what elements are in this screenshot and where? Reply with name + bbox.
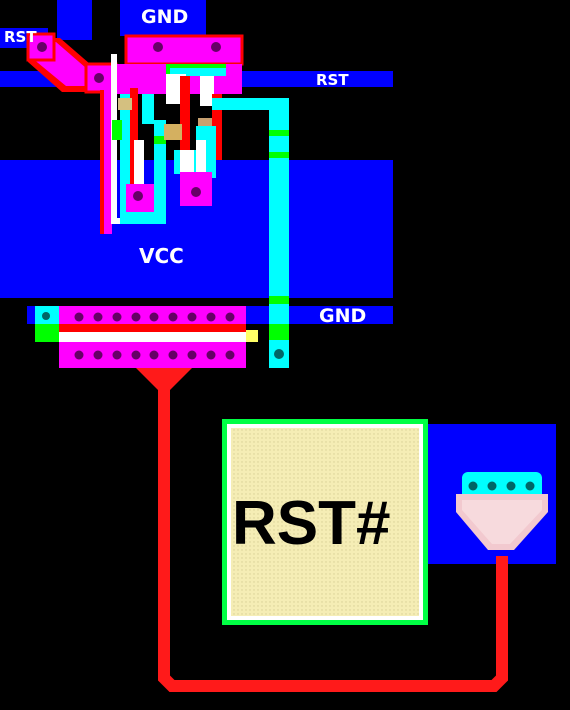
rst-component (222, 419, 428, 625)
connector-funnel-fill (462, 500, 542, 544)
cyan-route-green-1 (269, 130, 289, 136)
tap-vias-lower (74, 350, 235, 360)
rst-left-label: RST (4, 28, 37, 46)
rst-contact-left (26, 32, 56, 62)
left-red-edge (100, 90, 104, 234)
via-rst-mid (94, 73, 104, 83)
cyan-route-green-4 (269, 324, 289, 340)
red-gate-3 (212, 94, 222, 160)
via-cyan-bottom (274, 349, 284, 359)
rst-trace-path (158, 388, 508, 692)
rst-trace (136, 368, 508, 692)
green-contact-1 (112, 120, 122, 140)
cyan-gate-top (170, 68, 226, 76)
white-gate-2 (200, 76, 214, 106)
cyan-route (212, 98, 289, 368)
tap-row-red-stripe (59, 324, 246, 332)
tap-rows (35, 306, 258, 368)
via-cell-bottom-left (133, 191, 143, 201)
gold-contact-2 (118, 98, 132, 110)
red-gate-2 (180, 76, 190, 150)
via-rst-left (37, 42, 47, 52)
green-contact-2 (154, 136, 166, 144)
tap-row-yellow-stripe (246, 330, 258, 342)
left-vertical-plane (57, 0, 92, 40)
transistor-cell (100, 54, 226, 234)
cyan-finger-2 (142, 94, 154, 124)
connector-cyan-pad (462, 472, 542, 500)
via-cell-bottom-right (191, 187, 201, 197)
rst-connector (456, 472, 548, 550)
via-tap-left (42, 312, 50, 320)
via-gnd-top-2 (211, 42, 221, 52)
rst-right-label: RST (316, 71, 349, 89)
vcc-label: VCC (139, 244, 184, 268)
cyan-finger-1 (120, 94, 130, 184)
cyan-route-green-3 (269, 296, 289, 304)
rst-trace-funnel (136, 368, 192, 390)
tap-vias-upper (74, 312, 235, 322)
rst-component-fill (231, 428, 419, 616)
white-left-stub (180, 150, 194, 174)
red-gate-1 (130, 88, 138, 184)
gnd-mid-label: GND (319, 305, 367, 327)
connector-vias (468, 481, 535, 491)
white-gate-1 (134, 140, 144, 184)
cyan-route-green-2 (269, 152, 289, 158)
gnd-top-magenta (124, 34, 244, 66)
rst-component-label: RST# (232, 489, 391, 558)
tap-row-white-stripe (59, 332, 246, 342)
gold-contact-1 (164, 124, 182, 140)
cyan-mid-block (154, 120, 166, 224)
via-gnd-top-1 (153, 42, 163, 52)
gnd-top-plane (120, 0, 206, 36)
white-right-finger (196, 140, 206, 176)
gnd-top-label: GND (141, 6, 189, 28)
